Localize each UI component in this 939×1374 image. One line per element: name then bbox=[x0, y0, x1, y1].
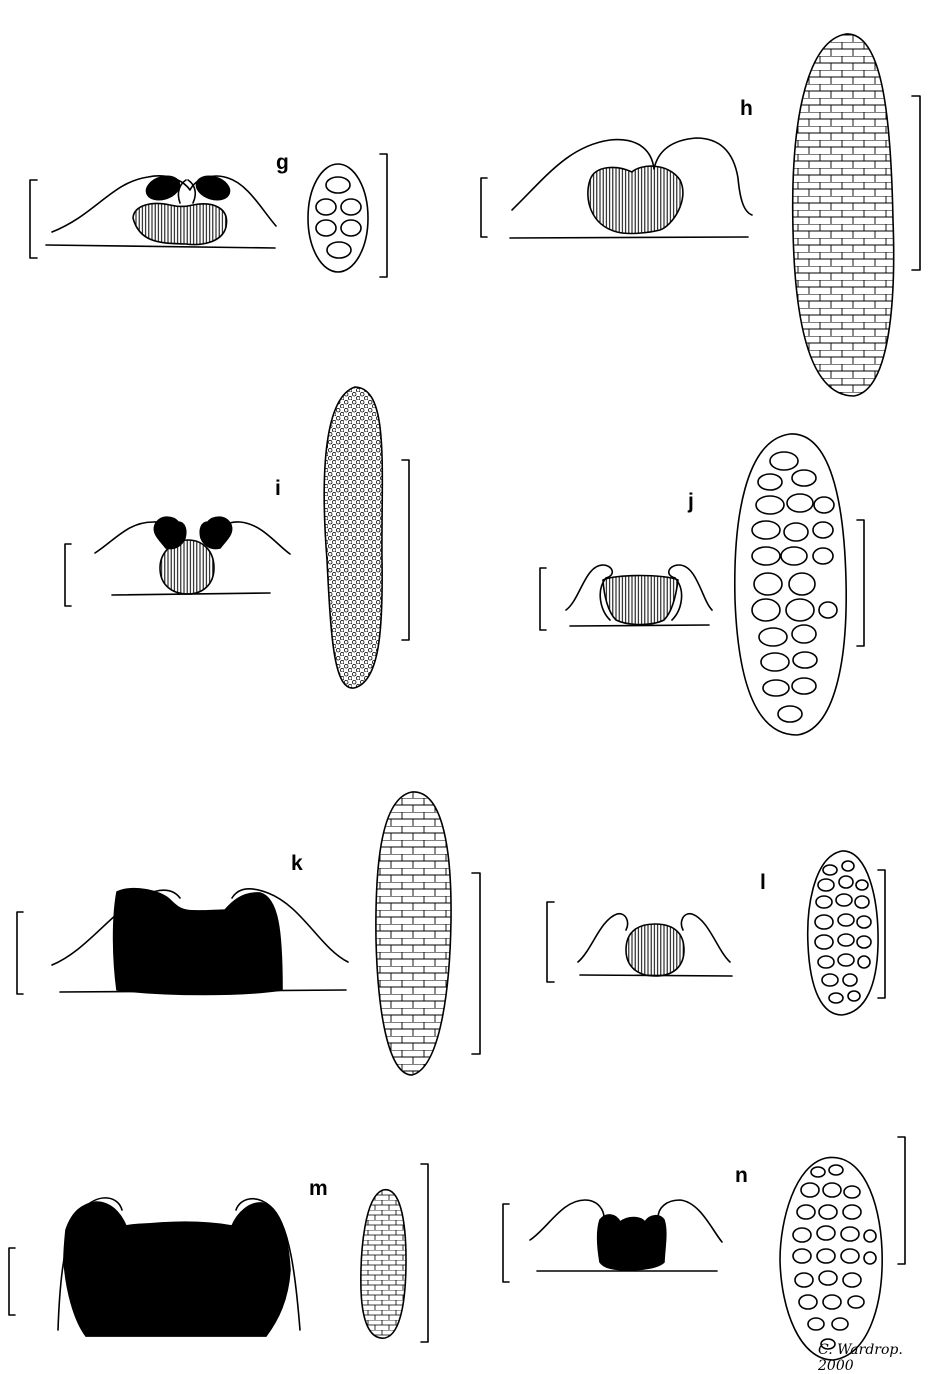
scale-bar-i-left bbox=[65, 544, 71, 606]
hymenium-n bbox=[616, 1226, 650, 1258]
panel-i-section bbox=[65, 387, 409, 688]
black-lobe-i-right bbox=[200, 517, 231, 548]
scale-bar-j-left bbox=[540, 568, 546, 630]
spore-n-outline bbox=[780, 1157, 882, 1360]
panel-l-section bbox=[547, 851, 885, 1015]
panel-label-h: h bbox=[740, 98, 753, 119]
panel-label-l: l bbox=[760, 872, 766, 893]
panel-k-section bbox=[17, 792, 480, 1075]
scale-bar-h-right bbox=[912, 96, 920, 270]
hymenium-g bbox=[133, 204, 227, 245]
thallus-base-g bbox=[46, 245, 275, 248]
spore-j-outline bbox=[735, 434, 846, 735]
panel-label-n: n bbox=[735, 1165, 748, 1186]
panel-label-g: g bbox=[276, 152, 289, 173]
panel-j-section bbox=[540, 434, 864, 735]
panel-label-j: j bbox=[688, 491, 694, 512]
panel-n-section bbox=[503, 1137, 905, 1360]
panel-h-section bbox=[481, 34, 920, 396]
hymenium-j bbox=[603, 576, 678, 625]
scale-bar-l-left bbox=[547, 902, 554, 982]
hymenium-l bbox=[626, 924, 684, 976]
artist-signature: C. Wardrop. 2000 bbox=[818, 1342, 939, 1374]
panel-label-m: m bbox=[309, 1178, 328, 1199]
panel-label-k: k bbox=[291, 853, 303, 874]
scale-bar-g-right bbox=[380, 154, 387, 277]
panel-g-section bbox=[30, 154, 387, 277]
scale-bar-i-right bbox=[402, 460, 409, 640]
spore-n bbox=[780, 1157, 882, 1360]
spore-j bbox=[735, 434, 846, 735]
hymenium-m bbox=[110, 1224, 241, 1305]
spore-h bbox=[793, 34, 894, 396]
panel-m-section bbox=[9, 1164, 428, 1342]
spore-g bbox=[308, 164, 368, 272]
spore-g-outline bbox=[308, 164, 368, 272]
hymenium-k bbox=[149, 911, 262, 973]
black-lobe-i-left bbox=[154, 517, 185, 548]
scale-bar-n-left bbox=[503, 1204, 509, 1282]
scale-bar-h-left bbox=[481, 178, 487, 237]
spore-l-outline bbox=[808, 851, 878, 1015]
scale-bar-g-left bbox=[30, 180, 37, 258]
scale-bar-j-right bbox=[857, 520, 864, 646]
scale-bar-m-right bbox=[421, 1164, 428, 1342]
scale-bar-m-left bbox=[9, 1248, 15, 1315]
scale-bar-k-right bbox=[472, 873, 480, 1054]
scale-bar-l-right bbox=[878, 870, 885, 998]
hymenium-h bbox=[588, 166, 683, 233]
thallus-base-h bbox=[510, 237, 748, 238]
panel-label-i: i bbox=[275, 478, 281, 499]
scale-bar-k-left bbox=[17, 912, 23, 994]
spore-i bbox=[324, 387, 382, 688]
spore-l bbox=[808, 851, 878, 1015]
spore-k bbox=[376, 792, 451, 1075]
spore-m bbox=[361, 1190, 406, 1338]
scale-bar-n-right bbox=[898, 1137, 905, 1264]
